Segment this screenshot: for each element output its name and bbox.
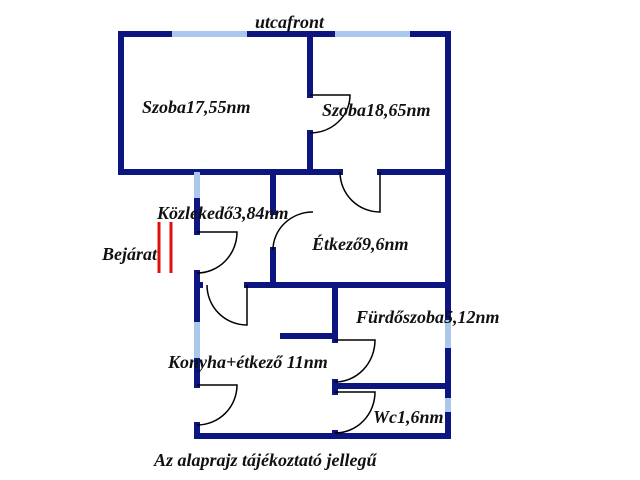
walls	[118, 31, 451, 439]
door-arc	[334, 391, 376, 434]
door-arc	[334, 339, 376, 383]
door-arc	[196, 384, 238, 426]
door-arc	[196, 231, 238, 274]
door-arc	[272, 211, 314, 251]
windows	[172, 31, 451, 412]
entrance-marker	[157, 222, 173, 273]
door-arc	[339, 171, 381, 213]
street-label: utcafront	[255, 12, 325, 32]
door-arc	[206, 284, 248, 326]
room-label-szoba1: Szoba17,55nm	[142, 97, 251, 117]
room-label-etkezo: Étkező9,6nm	[311, 233, 409, 254]
disclaimer: Az alaprajz tájékoztató jellegű	[153, 450, 378, 470]
room-label-wc: Wc1,6nm	[373, 407, 444, 427]
room-label-szoba2: Szoba18,65nm	[322, 100, 431, 120]
room-label-konyha: Konyha+étkező 11nm	[167, 352, 328, 372]
room-label-kozlekedo: Közlekedő3,84nm	[156, 203, 289, 223]
room-label-furdoszoba: Fürdőszoba5,12nm	[355, 307, 500, 327]
entrance-label: Bejárat	[101, 244, 158, 264]
doors	[196, 94, 381, 434]
door-arc	[309, 94, 351, 134]
